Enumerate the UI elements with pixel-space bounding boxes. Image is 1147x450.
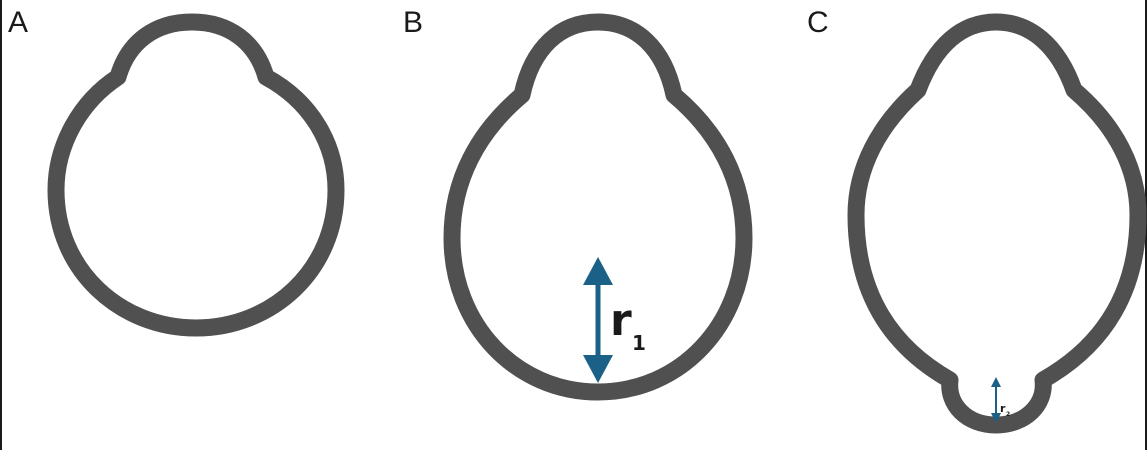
panel-b-label: B (403, 6, 424, 39)
frame-left-border (0, 0, 2, 450)
panel-c-outline (847, 13, 1147, 434)
panel-c-radius-label-sub: 2 (1006, 411, 1010, 418)
panel-c-radius-arrow (991, 377, 1001, 423)
panel-c-radius-label-main: r (1000, 402, 1006, 415)
panel-a-outline (47, 13, 345, 337)
panel-b-radius-label-sub: 1 (632, 331, 646, 355)
panel-b-radius-arrow (583, 257, 613, 383)
panel-b-radius-label-main: r (610, 295, 632, 346)
panel-a-label: A (8, 6, 29, 39)
panel-b-outline (443, 13, 753, 401)
panel-c-label: C (807, 6, 829, 39)
